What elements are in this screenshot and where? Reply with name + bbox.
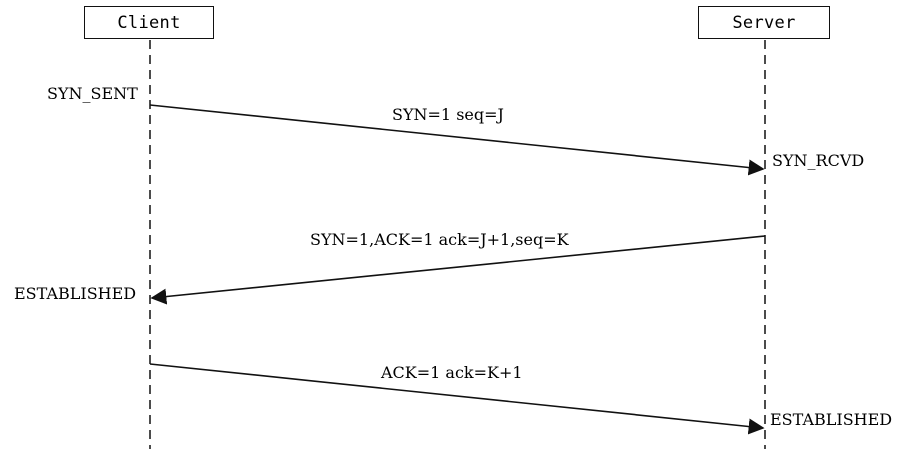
server-syn-rcvd-state: SYN_RCVD [772,151,865,170]
client-syn-sent-state: SYN_SENT [47,84,138,103]
server-established-state: ESTABLISHED [770,410,893,429]
server-participant-box: Server [698,6,830,39]
server-label: Server [732,12,796,33]
syn-ack-message-label: SYN=1,ACK=1 ack=J+1,seq=K [310,230,569,249]
syn-message-label: SYN=1 seq=J [392,105,504,124]
client-label: Client [117,12,181,33]
client-established-state: ESTABLISHED [14,284,137,303]
syn-message-arrow [149,104,765,176]
syn-ack-message-arrow [150,235,766,305]
ack-message-arrow [149,363,765,435]
client-participant-box: Client [84,6,214,39]
ack-message-label: ACK=1 ack=K+1 [381,363,523,382]
